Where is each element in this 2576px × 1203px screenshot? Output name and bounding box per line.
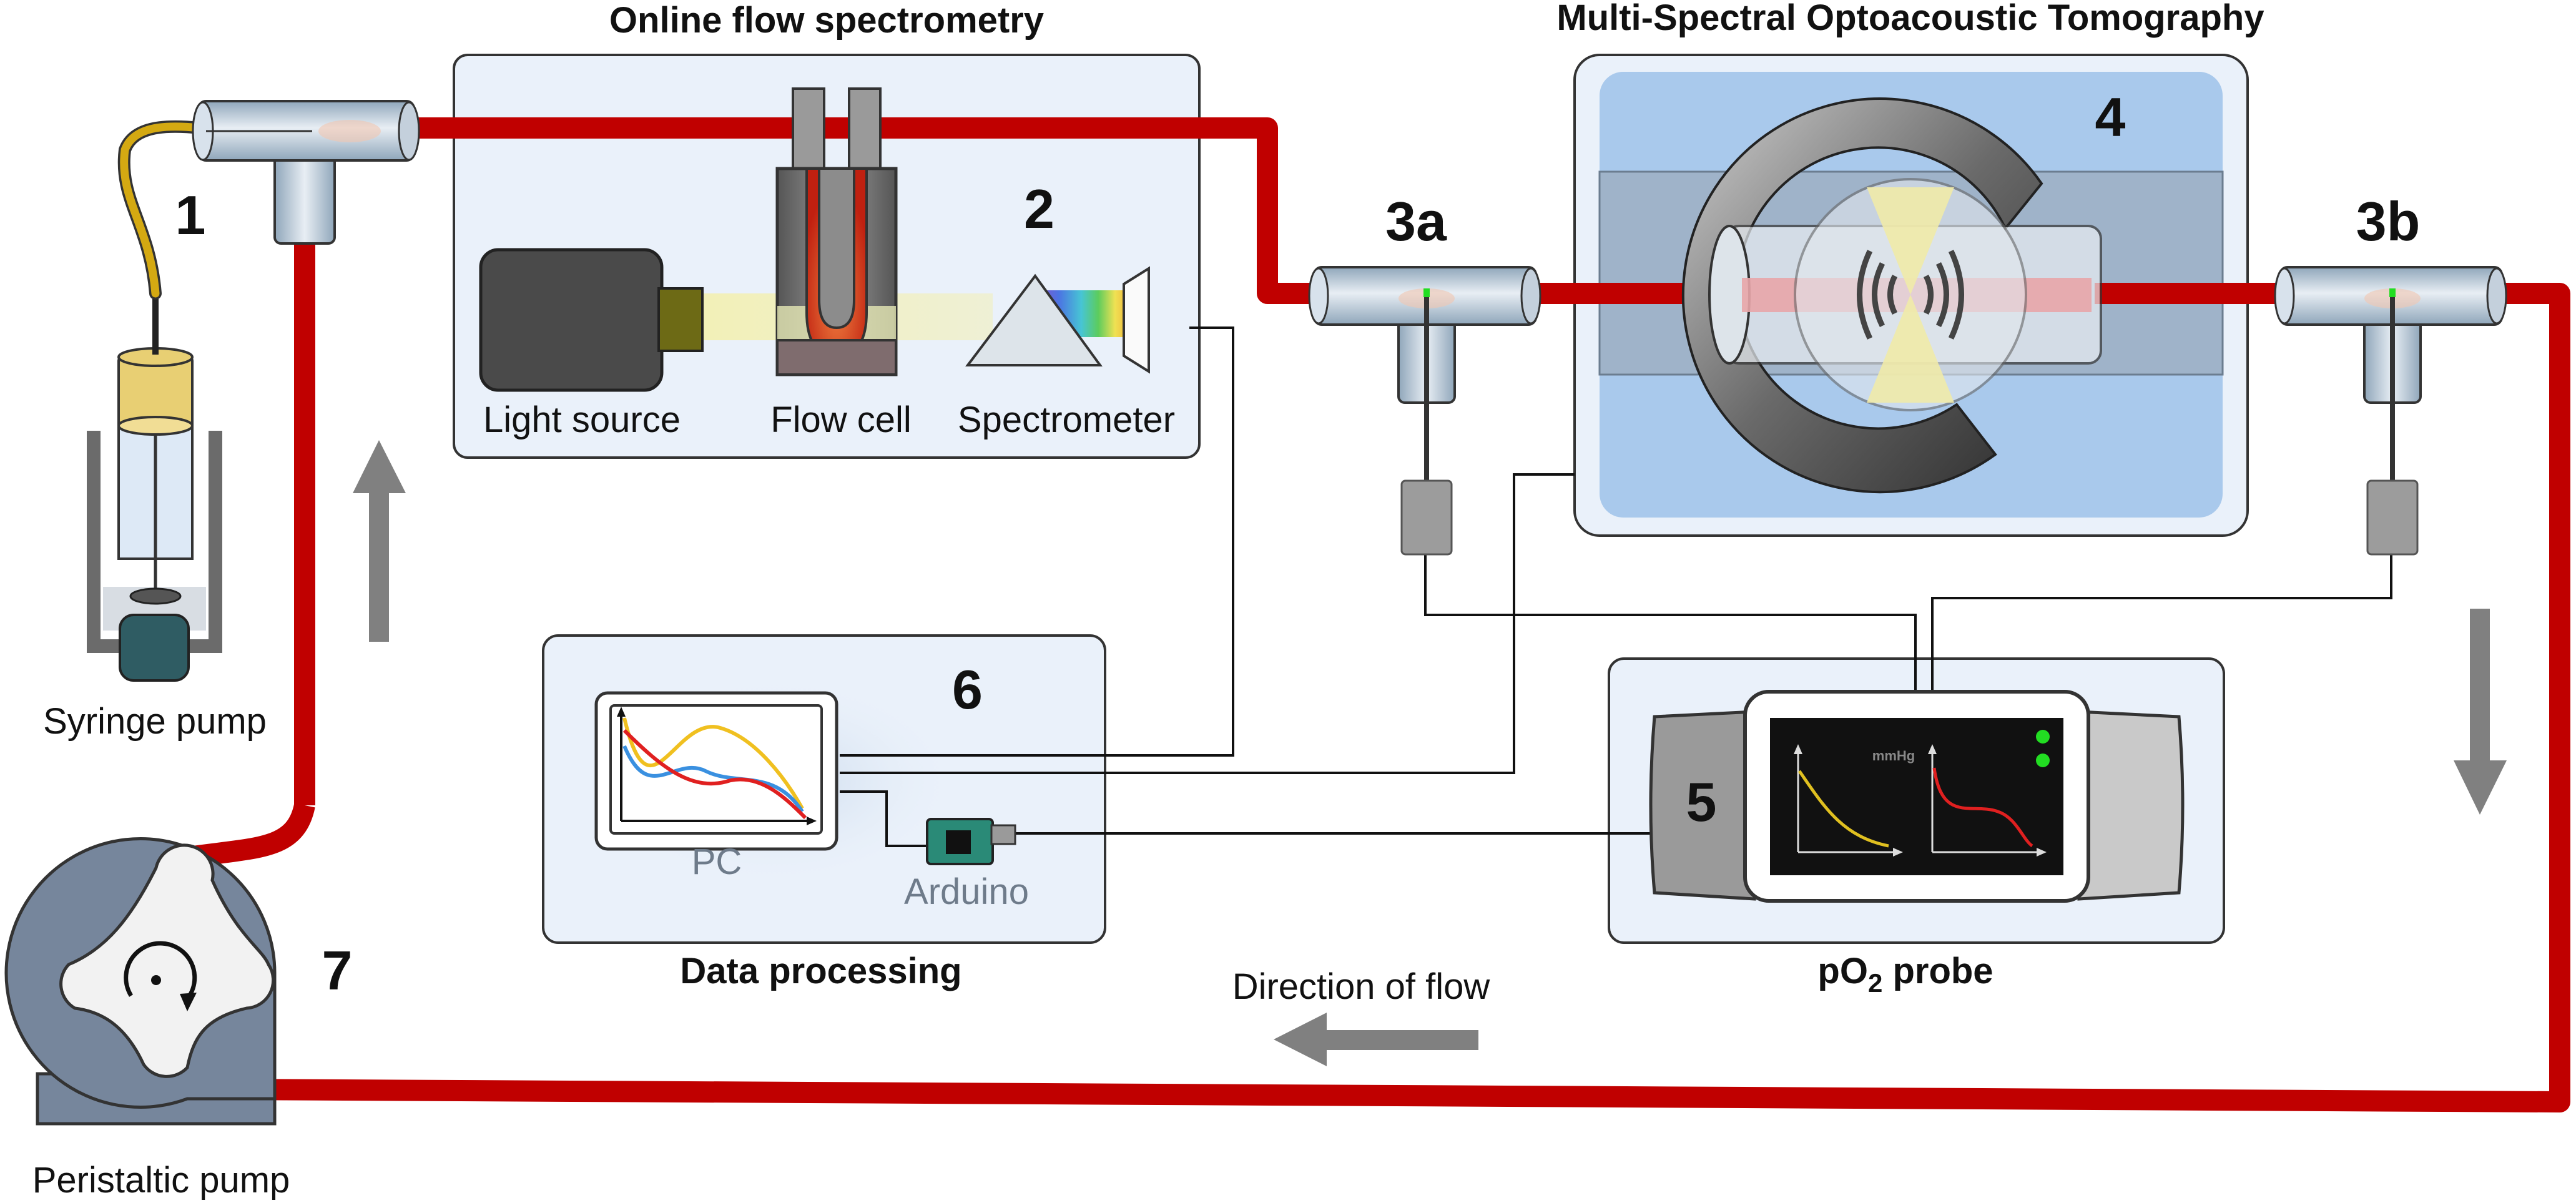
light-source-icon (479, 248, 704, 392)
t-connector-3b (2274, 266, 2507, 556)
up-arrow-icon (353, 440, 406, 642)
spectrometer-label: Spectrometer (958, 400, 1175, 440)
label-number-1: 1 (175, 184, 206, 246)
data-processing-title: Data processing (680, 951, 961, 991)
label-number-3a: 3a (1385, 190, 1447, 252)
label-number-7: 7 (322, 940, 353, 1001)
pc-label: PC (692, 842, 742, 882)
pc-monitor-icon (594, 691, 838, 851)
direction-of-flow-label: Direction of flow (1232, 966, 1491, 1007)
prism-spectrum-icon (965, 266, 1150, 374)
peristaltic-pump (4, 837, 277, 1126)
left-arrow-icon (1274, 1013, 1478, 1066)
po2-probe-device-icon (1649, 690, 2185, 903)
t-connector-1 (192, 100, 420, 245)
label-number-6: 6 (952, 659, 983, 720)
arduino-icon (926, 818, 1016, 865)
peristaltic-pump-label: Peristaltic pump (32, 1160, 290, 1201)
signal-wires (840, 327, 2392, 847)
label-number-5: 5 (1686, 771, 1717, 833)
syringe-pump (87, 120, 222, 682)
label-number-3b: 3b (2356, 190, 2421, 252)
syringe-pump-label: Syringe pump (43, 701, 267, 742)
msot-scanner-icon (1681, 97, 2102, 494)
online-flow-spectrometry-title: Online flow spectrometry (609, 0, 1044, 41)
msot-title: Multi-Spectral Optoacoustic Tomography (1556, 0, 2264, 38)
po2-probe-title: pO2 probe (1817, 951, 1993, 998)
down-arrow-icon (2454, 609, 2507, 815)
label-number-4: 4 (2095, 86, 2126, 148)
arduino-label: Arduino (904, 872, 1029, 912)
light-source-label: Light source (483, 400, 681, 440)
flow-cell-label: Flow cell (770, 400, 912, 440)
t-connector-3a (1308, 266, 1541, 556)
mmhg-label: mmHg (1872, 748, 1915, 764)
flow-cell-icon (775, 87, 898, 376)
label-number-2: 2 (1024, 178, 1054, 240)
